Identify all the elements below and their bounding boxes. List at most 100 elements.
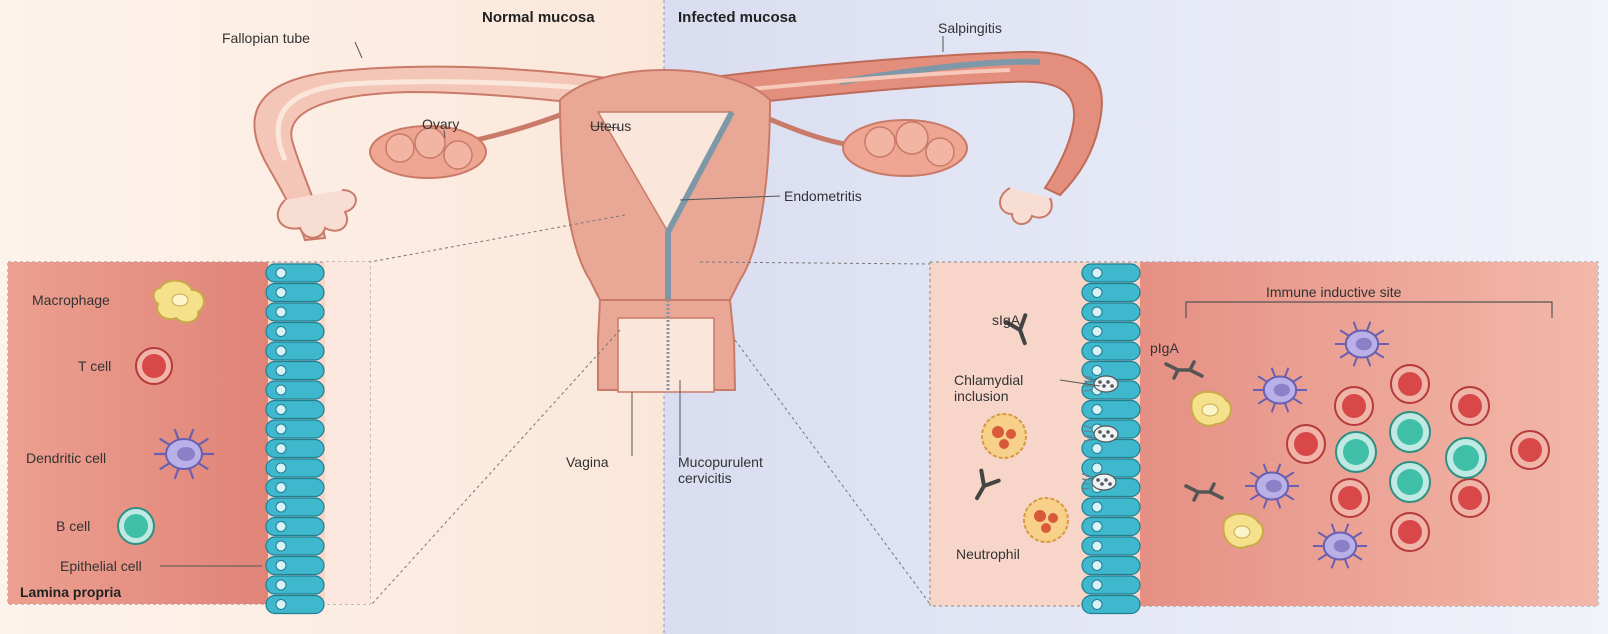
t-cell xyxy=(1391,365,1429,403)
epithelial-cell xyxy=(266,362,324,380)
t-cell xyxy=(1391,513,1429,551)
epithelial-cell-nucleus xyxy=(1092,327,1102,337)
epithelial-cell xyxy=(266,537,324,555)
epithelial-cell xyxy=(1082,323,1140,341)
b-cell xyxy=(1336,432,1376,472)
epithelial-cell xyxy=(1082,284,1140,302)
vagina-label: Vagina xyxy=(566,454,609,470)
epithelial-cell xyxy=(1082,342,1140,360)
epithelial-cell xyxy=(1082,401,1140,419)
epithelial-cell-nucleus xyxy=(276,424,286,434)
infected-mucosa-header: Infected mucosa xyxy=(678,10,796,26)
neutrophil xyxy=(1024,498,1068,542)
lamina-propria-label: Lamina propria xyxy=(20,584,121,600)
t-cell-label: T cell xyxy=(78,358,111,374)
epithelial-cell-nucleus xyxy=(276,561,286,571)
cervix-vagina xyxy=(598,300,735,392)
piga-label: pIgA xyxy=(1150,340,1179,356)
fallopian-tube-label: Fallopian tube xyxy=(222,30,310,46)
infected-mucosa-inset xyxy=(930,262,1598,614)
epithelial-cell-nucleus xyxy=(1092,288,1102,298)
cervicitis-label: cervicitis xyxy=(678,470,732,486)
epithelial-cell xyxy=(1082,596,1140,614)
t-cell xyxy=(1335,387,1373,425)
epithelial-cell-nucleus xyxy=(276,307,286,317)
right-ovary xyxy=(843,120,967,176)
ovary-label: Ovary xyxy=(422,116,459,132)
epithelial-cell-nucleus xyxy=(1092,522,1102,532)
normal-mucosa-header: Normal mucosa xyxy=(482,10,595,26)
siga-label: sIgA xyxy=(992,312,1020,328)
t-cell xyxy=(1451,479,1489,517)
epithelial-cell-nucleus xyxy=(276,580,286,590)
immune-site-label: Immune inductive site xyxy=(1266,284,1401,300)
neutrophil xyxy=(982,414,1026,458)
epithelial-cell xyxy=(1082,557,1140,575)
macrophage-label: Macrophage xyxy=(32,292,110,308)
t-cell xyxy=(1511,431,1549,469)
epithelial-cell xyxy=(1082,498,1140,516)
inclusion-label: inclusion xyxy=(954,388,1008,404)
epithelial-cell-nucleus xyxy=(1092,307,1102,317)
epithelial-cell-nucleus xyxy=(276,327,286,337)
chlamydial-label: Chlamydial xyxy=(954,372,1023,388)
epithelial-cell xyxy=(1082,440,1140,458)
uterus xyxy=(560,70,770,300)
epithelial-cell-nucleus xyxy=(1092,580,1102,590)
salpingitis-label: Salpingitis xyxy=(938,20,1002,36)
epithelial-cell xyxy=(266,323,324,341)
epithelial-cell-nucleus xyxy=(1092,268,1102,278)
epithelial-cell xyxy=(1082,459,1140,477)
lamina-propria-left xyxy=(8,262,268,604)
epithelial-cell xyxy=(1082,576,1140,594)
epithelial-cell xyxy=(1082,264,1140,282)
t-cell xyxy=(1331,479,1369,517)
epithelial-cell xyxy=(266,264,324,282)
epithelial-cell-nucleus xyxy=(1092,502,1102,512)
epithelial-cell xyxy=(266,440,324,458)
b-cell-label: B cell xyxy=(56,518,90,534)
epithelial-cell xyxy=(266,518,324,536)
epithelial-cell xyxy=(266,596,324,614)
epithelial-cell-nucleus xyxy=(1092,561,1102,571)
epithelial-cell-nucleus xyxy=(1092,463,1102,473)
epithelial-cell-nucleus xyxy=(276,463,286,473)
epithelial-cell-nucleus xyxy=(276,268,286,278)
epithelial-cell xyxy=(266,420,324,438)
epithelial-cell xyxy=(266,498,324,516)
dendritic-cell-label: Dendritic cell xyxy=(26,450,106,466)
epithelial-cell-nucleus xyxy=(276,541,286,551)
b-cell xyxy=(1446,438,1486,478)
epithelial-cell xyxy=(1082,537,1140,555)
epithelial-cell xyxy=(266,284,324,302)
epithelial-cell xyxy=(266,342,324,360)
epithelial-cell xyxy=(1082,518,1140,536)
epithelial-cell-nucleus xyxy=(1092,444,1102,454)
epithelial-cell-nucleus xyxy=(276,385,286,395)
epithelial-cell xyxy=(266,459,324,477)
epithelial-cell-nucleus xyxy=(276,600,286,610)
left-ovary xyxy=(370,126,486,178)
epithelial-cell xyxy=(266,479,324,497)
mucopurulent-label: Mucopurulent xyxy=(678,454,763,470)
epithelial-cell-nucleus xyxy=(276,288,286,298)
epithelial-cell xyxy=(1082,303,1140,321)
epithelial-cell-nucleus xyxy=(1092,405,1102,415)
t-cell xyxy=(1451,387,1489,425)
epithelial-cell-nucleus xyxy=(1092,600,1102,610)
epithelial-cell-nucleus xyxy=(1092,541,1102,551)
epithelial-cell xyxy=(266,401,324,419)
uterus-label: Uterus xyxy=(590,118,631,134)
epithelial-cell xyxy=(266,576,324,594)
epithelial-cell-nucleus xyxy=(276,522,286,532)
epithelial-cell-nucleus xyxy=(1092,346,1102,356)
epithelial-cell-nucleus xyxy=(276,366,286,376)
epithelial-cell-label: Epithelial cell xyxy=(60,558,142,574)
endometritis-label: Endometritis xyxy=(784,188,862,204)
b-cell xyxy=(1390,462,1430,502)
epithelial-cell-nucleus xyxy=(1092,366,1102,376)
epithelial-cell xyxy=(266,303,324,321)
epithelial-cell-nucleus xyxy=(276,502,286,512)
